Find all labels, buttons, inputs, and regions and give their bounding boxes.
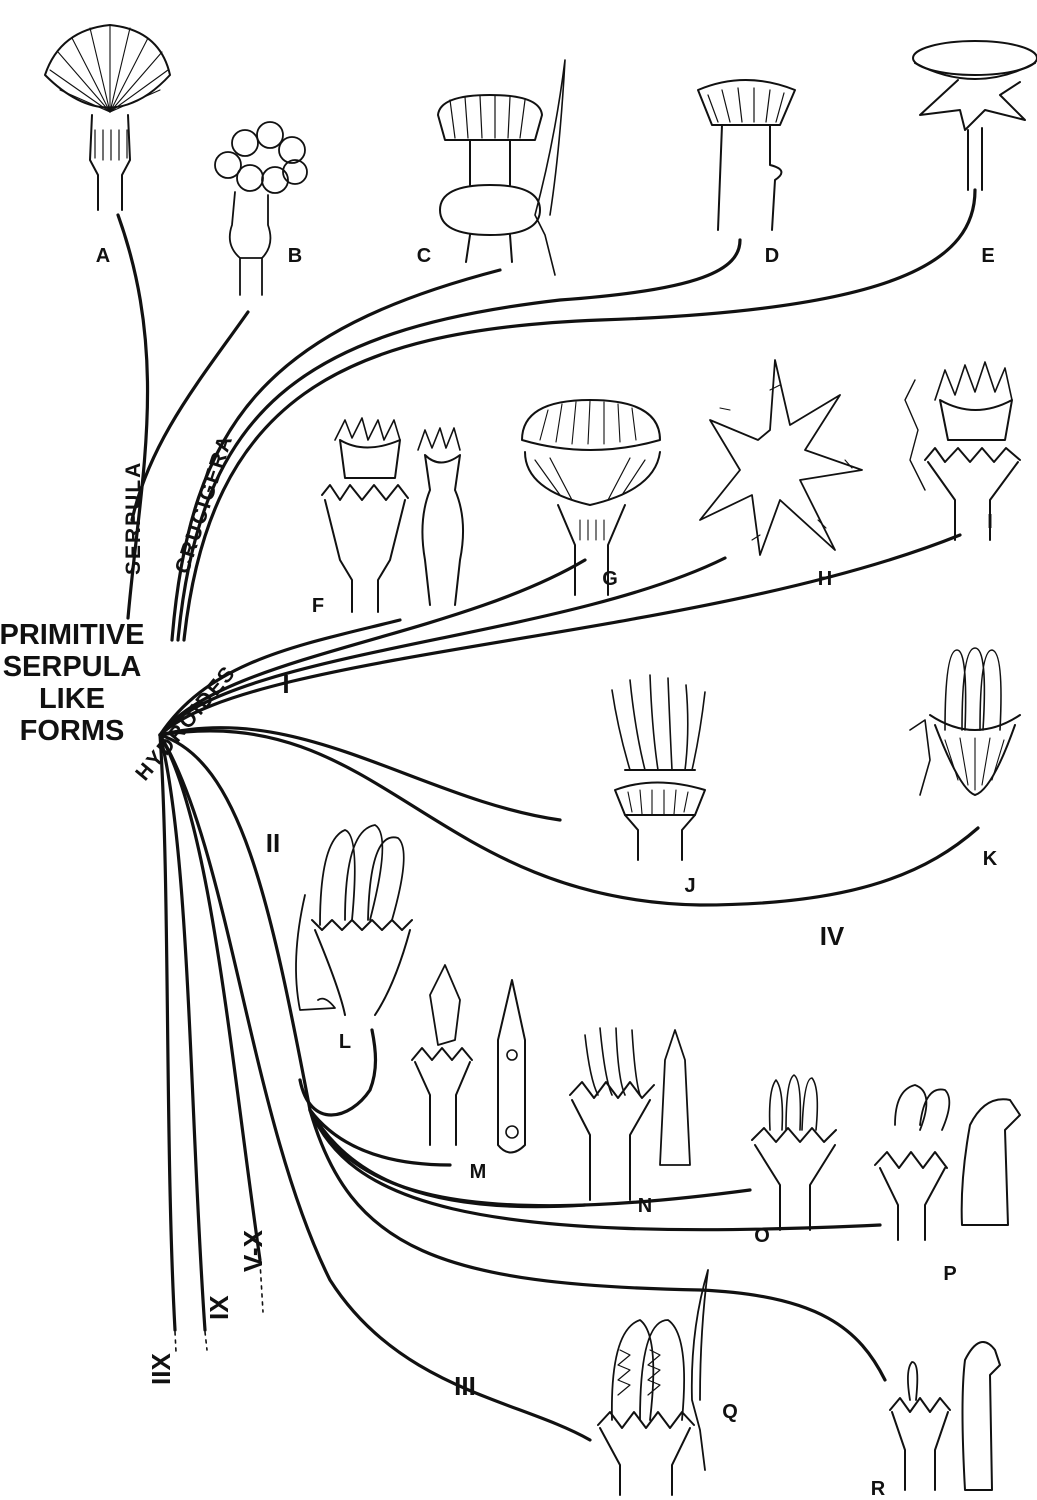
- root-label-line-4: FORMS: [20, 715, 125, 747]
- group-label-v-x: V-X: [238, 1229, 268, 1272]
- specimen-g-drawing: [522, 400, 660, 595]
- branch-group-i-i: [160, 535, 960, 735]
- specimen-label-i: I: [987, 511, 993, 533]
- specimen-label-h: H: [818, 568, 832, 590]
- specimen-label-c: C: [417, 245, 431, 267]
- specimen-label-p: P: [943, 1263, 956, 1285]
- genus-label-serpula: SERPULA: [122, 461, 145, 575]
- specimen-label-g: G: [602, 568, 618, 590]
- specimen-label-e: E: [981, 245, 994, 267]
- group-label-iv: IV: [820, 921, 845, 951]
- specimen-label-l: L: [339, 1031, 351, 1053]
- branch-group-i-g: [160, 560, 585, 735]
- branch-group-iv-k: [160, 731, 978, 905]
- specimen-label-n: N: [638, 1195, 652, 1217]
- branch-group-ii-p: [310, 1110, 880, 1230]
- specimen-a-drawing: [45, 25, 170, 210]
- specimen-label-f: F: [312, 595, 324, 617]
- group-label-ii: II: [266, 828, 280, 858]
- specimen-l-drawing: [296, 825, 412, 1015]
- specimen-n-drawing: [570, 1028, 690, 1200]
- root-label-line-3: LIKE: [39, 683, 105, 715]
- specimen-label-k: K: [983, 848, 998, 870]
- specimen-h-drawing: [700, 360, 862, 555]
- group-label-xii: IIX: [146, 1353, 176, 1385]
- specimen-c-drawing: [438, 60, 565, 275]
- branch-group-i-h: [160, 558, 725, 735]
- specimen-i-drawing: [905, 362, 1020, 540]
- group-label-iii: III: [454, 1371, 476, 1401]
- branch-group-ii-l: [300, 1030, 376, 1115]
- specimen-label-m: M: [470, 1161, 487, 1183]
- branch-serpula-b: [132, 312, 248, 520]
- specimen-j-drawing: [612, 675, 705, 860]
- branch-group-ii-r: [310, 1110, 885, 1380]
- dotted-tail-ix: [205, 1332, 207, 1350]
- specimen-m-drawing: [412, 965, 525, 1153]
- group-label-i: I: [282, 669, 289, 699]
- specimen-f-drawing: [322, 418, 463, 612]
- specimen-e-drawing: [913, 41, 1037, 190]
- specimen-b-drawing: [215, 122, 307, 295]
- branch-crucigera-d: [178, 240, 740, 640]
- genus-label-crucigera: CRUCIGERA: [171, 431, 238, 576]
- specimen-label-b: B: [288, 245, 302, 267]
- specimen-k-drawing: [910, 648, 1020, 795]
- specimen-label-q: Q: [722, 1401, 738, 1423]
- specimen-label-j: J: [684, 875, 695, 897]
- branch-crucigera-e: [184, 190, 975, 640]
- specimen-q-drawing: [598, 1270, 708, 1495]
- root-label-line-1: PRIMITIVE: [0, 619, 145, 651]
- specimen-p-drawing: [875, 1085, 1020, 1240]
- specimen-a-radii: [50, 25, 168, 112]
- dotted-tail-xii: [175, 1332, 176, 1352]
- branch-group-ii-o: [310, 1110, 750, 1206]
- specimen-label-a: A: [96, 245, 110, 267]
- specimen-d-drawing: [698, 80, 795, 230]
- branch-group-xii: [160, 735, 175, 1330]
- specimen-o-drawing: [752, 1075, 836, 1230]
- specimen-label-r: R: [871, 1478, 886, 1500]
- group-label-ix: IX: [204, 1295, 234, 1320]
- root-label: PRIMITIVE SERPULA LIKE FORMS: [0, 619, 145, 747]
- specimen-label-d: D: [765, 245, 779, 267]
- specimen-label-o: O: [754, 1225, 770, 1247]
- specimen-r-drawing: [890, 1342, 1000, 1490]
- root-label-line-2: SERPULA: [3, 651, 142, 683]
- genus-label-hydroides: HYDROIDES: [131, 661, 240, 785]
